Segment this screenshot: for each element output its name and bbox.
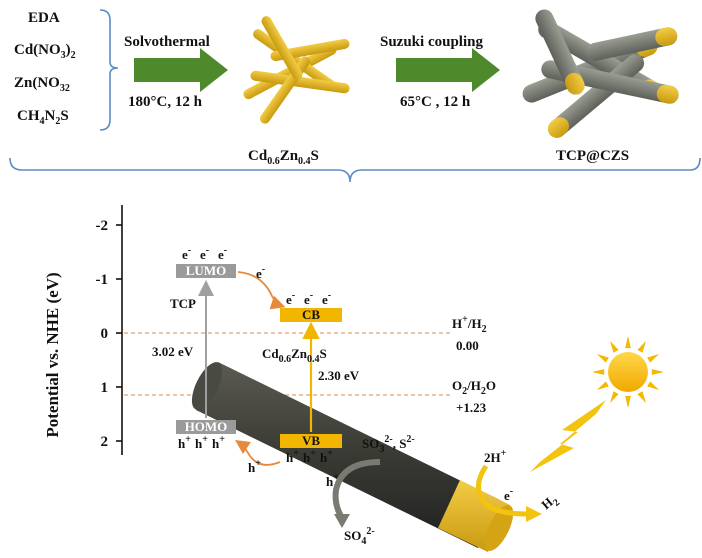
svg-text:h+: h+	[320, 448, 333, 465]
h2-arrow-head	[526, 506, 542, 522]
transfer-hole: h+	[248, 458, 261, 475]
hydrogen: H2	[538, 491, 562, 515]
y-tick-label: 2	[101, 434, 109, 450]
homo-holes: h+ h+ h+	[178, 434, 225, 451]
czs-bandgap: 2.30 eV	[318, 368, 360, 383]
sun-ray	[596, 354, 609, 363]
cb-electrons: e- e- e-	[286, 290, 331, 307]
svg-text:h+: h+	[286, 448, 299, 465]
sacrificial-arrow	[332, 459, 381, 520]
svg-text:e-: e-	[322, 290, 331, 307]
vb-level	[280, 434, 342, 448]
sulfate: SO42-	[344, 526, 375, 547]
step1-arrow	[134, 48, 228, 92]
czs-label: Cd0.6Zn0.4S	[248, 148, 319, 167]
h-couple-value: 0.00	[456, 338, 479, 353]
y-axis-ticks: -2 -1 0 1 2	[96, 218, 122, 450]
reagent-cd-nitrate: Cd(NO3)2	[14, 42, 76, 61]
tcp-czs-nanorods	[522, 9, 679, 138]
sulfite-sulfide: SO32-, S2-	[362, 434, 415, 455]
protons: 2H+	[484, 448, 507, 465]
svg-text:h+: h+	[303, 448, 316, 465]
sun-ray	[647, 381, 660, 390]
lumo-label: LUMO	[186, 263, 226, 278]
step1-conditions: 180°C, 12 h	[128, 94, 203, 110]
h-couple-label: H+/H2	[452, 314, 487, 335]
sun-ray	[651, 369, 664, 375]
sun-ray	[625, 336, 631, 349]
lightning-bolt-icon	[530, 400, 606, 472]
cb-label: CB	[302, 307, 320, 322]
h2-electron: e-	[504, 486, 513, 503]
czs-inline-label: Cd0.6Zn0.4S	[262, 346, 327, 365]
y-axis-label: Potential vs. NHE (eV)	[43, 272, 62, 437]
svg-text:e-: e-	[182, 245, 191, 262]
sun-ray	[596, 381, 609, 390]
vb-label: VB	[302, 433, 320, 448]
tcp-czs-label: TCP@CZS	[556, 148, 629, 164]
reagent-zn-nitrate: Zn(NO32	[14, 75, 70, 94]
tcp-label: TCP	[170, 296, 196, 311]
sun-ray	[637, 340, 646, 353]
homo-label: HOMO	[185, 419, 228, 434]
homo-level	[176, 420, 236, 434]
reagent-bracket	[99, 9, 119, 131]
sun-ray	[637, 391, 646, 404]
y-tick-label: 1	[101, 380, 109, 396]
lumo-electrons: e- e- e-	[182, 245, 227, 262]
sun-ray	[647, 354, 660, 363]
h2-arrow	[476, 464, 529, 517]
svg-text:e-: e-	[286, 290, 295, 307]
svg-text:h+: h+	[195, 434, 208, 451]
tcp-bandgap: 3.02 eV	[152, 344, 194, 359]
reagent-thiourea: CH4N2S	[17, 108, 69, 127]
sun-ray	[610, 391, 619, 404]
reagent-eda: EDA	[28, 10, 60, 26]
svg-text:e-: e-	[218, 245, 227, 262]
y-tick-label: -2	[96, 218, 109, 234]
rod-hole: h+	[326, 472, 339, 489]
cb-level	[280, 308, 342, 322]
sun-ray	[610, 340, 619, 353]
svg-text:e-: e-	[200, 245, 209, 262]
sun-ray	[625, 395, 631, 408]
step2-arrow	[396, 48, 500, 92]
step2-label: Suzuki coupling	[380, 34, 483, 50]
hole-transfer-arrow	[235, 440, 281, 466]
sun-ray	[592, 369, 605, 375]
svg-text:h+: h+	[212, 434, 225, 451]
y-tick-label: -1	[96, 272, 109, 288]
transfer-electron: e-	[256, 264, 265, 281]
step1-label: Solvothermal	[124, 34, 210, 50]
sacrificial-arrow-head	[334, 514, 350, 528]
step2-conditions: 65°C , 12 h	[400, 94, 471, 110]
y-tick-label: 0	[101, 326, 109, 342]
o-couple-label: O2/H2O	[452, 378, 496, 397]
czs-nanorods	[243, 16, 350, 124]
electron-transfer-arrow	[237, 271, 286, 310]
svg-text:h+: h+	[178, 434, 191, 451]
svg-text:e-: e-	[304, 290, 313, 307]
lumo-level	[176, 264, 236, 278]
o-couple-value: +1.23	[456, 400, 487, 415]
sun-icon	[592, 336, 664, 408]
vb-holes: h+ h+ h+	[286, 448, 333, 465]
section-brace	[9, 157, 701, 183]
